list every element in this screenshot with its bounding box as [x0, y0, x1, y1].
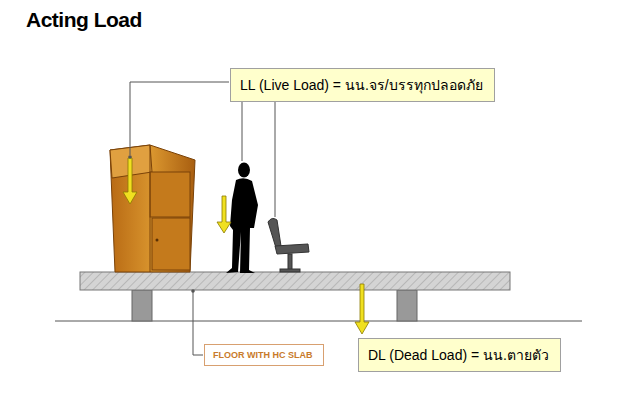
load-label-box: LL (Live Load) = นน.จร/บรรทุกปลอดภัย: [230, 68, 495, 102]
load-label-box: DL (Dead Load) = นน.ตายตัว: [358, 338, 561, 372]
leader-dot: [191, 289, 195, 293]
load-arrow: [123, 158, 369, 334]
label-text: DL (Dead Load) = นน.ตายตัว: [368, 344, 551, 366]
person: [226, 163, 258, 274]
leader-dot: [128, 155, 132, 159]
cabinet: [110, 145, 195, 272]
chair: [268, 218, 309, 272]
slab-label-box: FLOOR WITH HC SLAB: [204, 344, 324, 366]
column: [397, 290, 417, 321]
label-text: FLOOR WITH HC SLAB: [213, 350, 315, 360]
diagram-title: Acting Load: [26, 8, 142, 32]
label-text: LL (Live Load) = นน.จร/บรรทุกปลอดภัย: [240, 74, 485, 96]
column: [132, 290, 152, 321]
leader-line: [130, 82, 275, 355]
hc-slab: [80, 272, 510, 290]
